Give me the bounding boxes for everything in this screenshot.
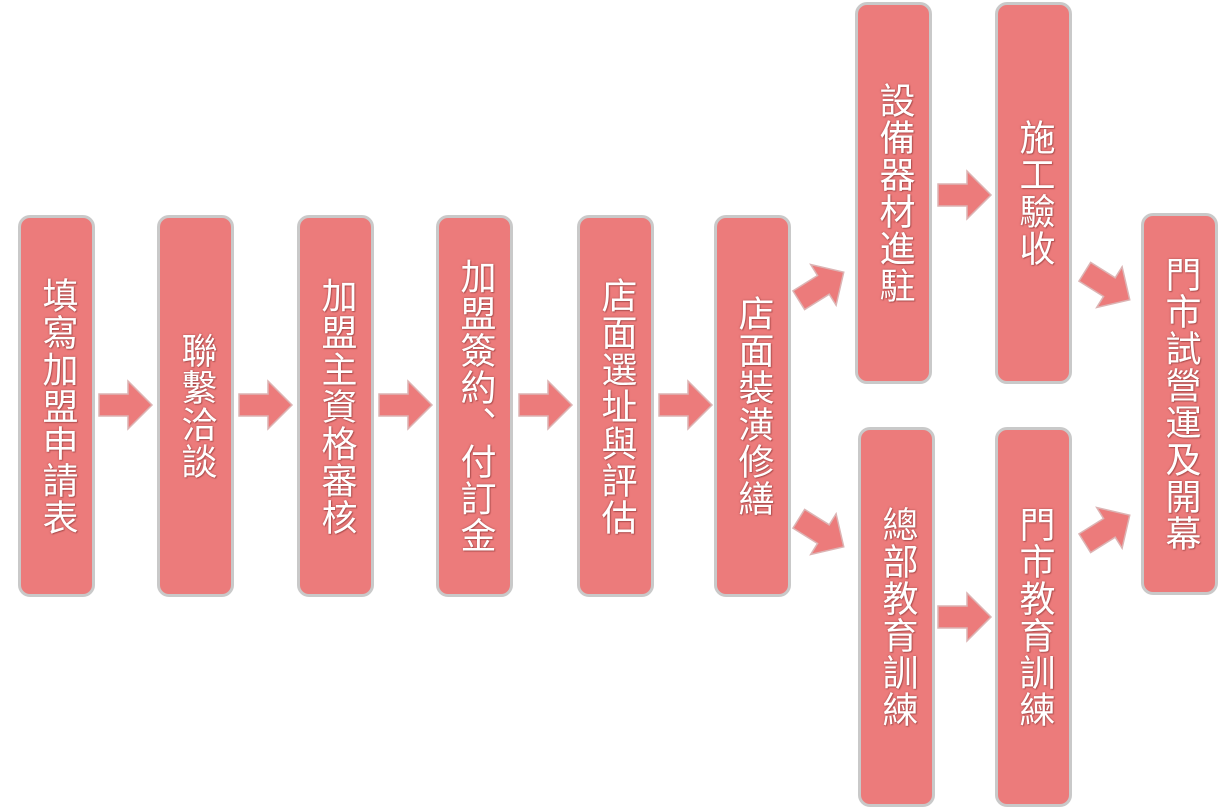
step-trial-operation-opening: 門市試營運及開幕	[1141, 213, 1218, 595]
step-hq-training: 總部教育訓練	[858, 427, 935, 807]
step-label: 加盟簽約、付訂金	[454, 258, 496, 554]
arrow-s5-s6	[658, 379, 714, 431]
step-label: 門市教育訓練	[1013, 506, 1055, 728]
arrow-s6-s9	[791, 508, 845, 556]
step-contact-negotiation: 聯繫洽談	[157, 215, 234, 597]
step-qualification-review: 加盟主資格審核	[297, 215, 374, 597]
arrow-s7-s8	[937, 169, 993, 221]
step-store-renovation: 店面裝潢修繕	[714, 215, 791, 597]
step-label: 店面選址與評估	[595, 276, 637, 536]
step-label: 店面裝潢修繕	[732, 295, 774, 517]
arrow-s6-s7	[791, 263, 845, 311]
step-label: 設備器材進駐	[873, 82, 915, 304]
step-label: 聯繫洽談	[175, 332, 217, 480]
step-label: 施工驗收	[1013, 119, 1055, 267]
step-label: 總部教育訓練	[876, 506, 918, 728]
arrow-s2-s3	[238, 379, 294, 431]
step-label: 門市試營運及開幕	[1159, 256, 1201, 552]
step-construction-inspection: 施工驗收	[995, 2, 1072, 384]
arrow-s8-s11	[1077, 261, 1131, 309]
step-equipment-installation: 設備器材進駐	[855, 2, 932, 384]
step-fill-application: 填寫加盟申請表	[18, 215, 95, 597]
arrow-s4-s5	[518, 379, 574, 431]
arrow-s9-s10	[937, 591, 993, 643]
arrow-s1-s2	[98, 379, 154, 431]
arrow-s3-s4	[378, 379, 434, 431]
step-label: 加盟主資格審核	[315, 276, 357, 536]
step-site-selection: 店面選址與評估	[577, 215, 654, 597]
step-label: 填寫加盟申請表	[36, 276, 78, 536]
step-store-training: 門市教育訓練	[995, 427, 1072, 807]
step-sign-contract-deposit: 加盟簽約、付訂金	[436, 215, 513, 597]
arrow-s10-s11	[1077, 506, 1131, 554]
